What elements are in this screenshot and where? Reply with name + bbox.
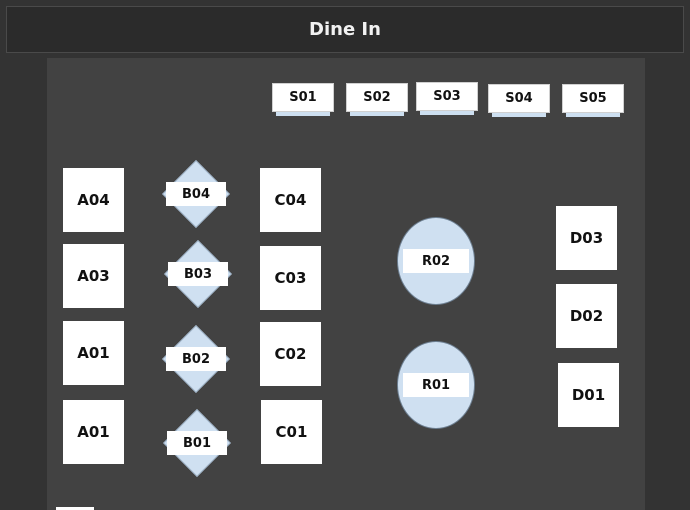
table-label: S02 [363, 90, 391, 105]
floor-plan [47, 58, 645, 510]
table-face: R02 [403, 249, 469, 273]
table-r02[interactable]: R02 [397, 217, 475, 305]
table-label: S03 [433, 89, 461, 104]
table-b01[interactable]: B01 [163, 407, 231, 479]
page-title: Dine In [309, 19, 381, 40]
table-d02[interactable]: D02 [556, 284, 617, 348]
table-d03[interactable]: D03 [556, 206, 617, 270]
bottom-tab-indicator[interactable] [56, 507, 94, 510]
table-r01[interactable]: R01 [397, 341, 475, 429]
table-face: B04 [166, 182, 226, 206]
table-label: S05 [579, 91, 607, 106]
table-face: B01 [167, 431, 227, 455]
table-label: D03 [569, 229, 604, 247]
table-face: S04 [488, 84, 550, 113]
table-c04[interactable]: C04 [260, 168, 321, 232]
title-bar: Dine In [6, 6, 684, 53]
table-c02[interactable]: C02 [260, 322, 321, 386]
table-a01-upper[interactable]: A01 [63, 321, 124, 385]
table-face: R01 [403, 373, 469, 397]
table-label: C04 [274, 191, 307, 209]
table-s05[interactable]: S05 [562, 84, 624, 117]
table-d01[interactable]: D01 [558, 363, 619, 427]
table-s01[interactable]: S01 [272, 83, 334, 116]
table-face: S03 [416, 82, 478, 111]
table-label: C03 [274, 269, 307, 287]
table-label: C02 [274, 345, 307, 363]
table-label: B01 [183, 435, 211, 451]
table-label: A01 [77, 344, 110, 362]
table-a03[interactable]: A03 [63, 244, 124, 308]
table-c03[interactable]: C03 [260, 246, 321, 310]
table-label: S04 [505, 91, 533, 106]
table-label: A03 [77, 267, 110, 285]
table-face: S02 [346, 83, 408, 112]
table-label: A04 [77, 191, 110, 209]
table-a01-lower[interactable]: A01 [63, 400, 124, 464]
table-face: S05 [562, 84, 624, 113]
table-a04[interactable]: A04 [63, 168, 124, 232]
table-label: B03 [184, 266, 212, 282]
table-c01[interactable]: C01 [261, 400, 322, 464]
table-label: D02 [569, 307, 604, 325]
table-b03[interactable]: B03 [164, 238, 232, 310]
table-face: B03 [168, 262, 228, 286]
table-label: S01 [289, 90, 317, 105]
table-s04[interactable]: S04 [488, 84, 550, 117]
table-label: R02 [421, 253, 451, 269]
table-label: B04 [182, 186, 210, 202]
table-face: B02 [166, 347, 226, 371]
table-b04[interactable]: B04 [162, 158, 230, 230]
table-label: D01 [571, 386, 606, 404]
table-face: S01 [272, 83, 334, 112]
table-s02[interactable]: S02 [346, 83, 408, 116]
table-label: R01 [421, 377, 451, 393]
table-label: A01 [77, 423, 110, 441]
table-label: B02 [182, 351, 210, 367]
table-s03[interactable]: S03 [416, 82, 478, 115]
table-b02[interactable]: B02 [162, 323, 230, 395]
table-label: C01 [275, 423, 308, 441]
